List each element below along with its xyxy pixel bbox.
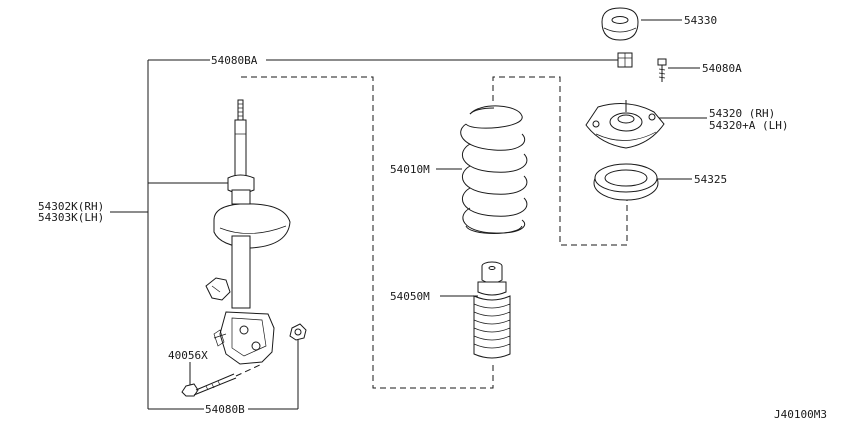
label-bump-stop: 54050M xyxy=(390,290,430,303)
label-mount-insulator-rh: 54320 (RH) xyxy=(709,107,775,120)
label-spring-seat: 54325 xyxy=(694,173,727,186)
diagram-code: J40100M3 xyxy=(774,408,827,421)
mount-insulator xyxy=(585,100,665,149)
assembly-guides xyxy=(241,76,628,389)
top-mount-cap xyxy=(601,7,639,41)
label-top-mount-cap: 54330 xyxy=(684,14,717,27)
leader-lines xyxy=(110,19,707,410)
coil-spring xyxy=(460,105,528,234)
label-lower-nut: 54080B xyxy=(205,403,245,416)
label-strut-lh: 54303K(LH) xyxy=(38,211,104,224)
label-mount-bolt: 54080A xyxy=(702,62,742,75)
mount-bolt xyxy=(657,58,667,82)
label-upper-nut: 54080BA xyxy=(211,54,258,67)
upper-nut xyxy=(617,52,633,68)
label-strut-rh: 54302K(RH) xyxy=(38,200,104,213)
spring-seat xyxy=(593,163,659,201)
bump-stop xyxy=(473,261,511,359)
label-mount-insulator-lh: 54320+A (LH) xyxy=(709,119,788,132)
part-labels: 54330 54080BA 54080A 54320 (RH) 54320+A … xyxy=(38,14,827,421)
strut-assembly xyxy=(181,99,307,397)
label-lower-bolt: 40056X xyxy=(168,349,208,362)
label-coil-spring: 54010M xyxy=(390,163,430,176)
